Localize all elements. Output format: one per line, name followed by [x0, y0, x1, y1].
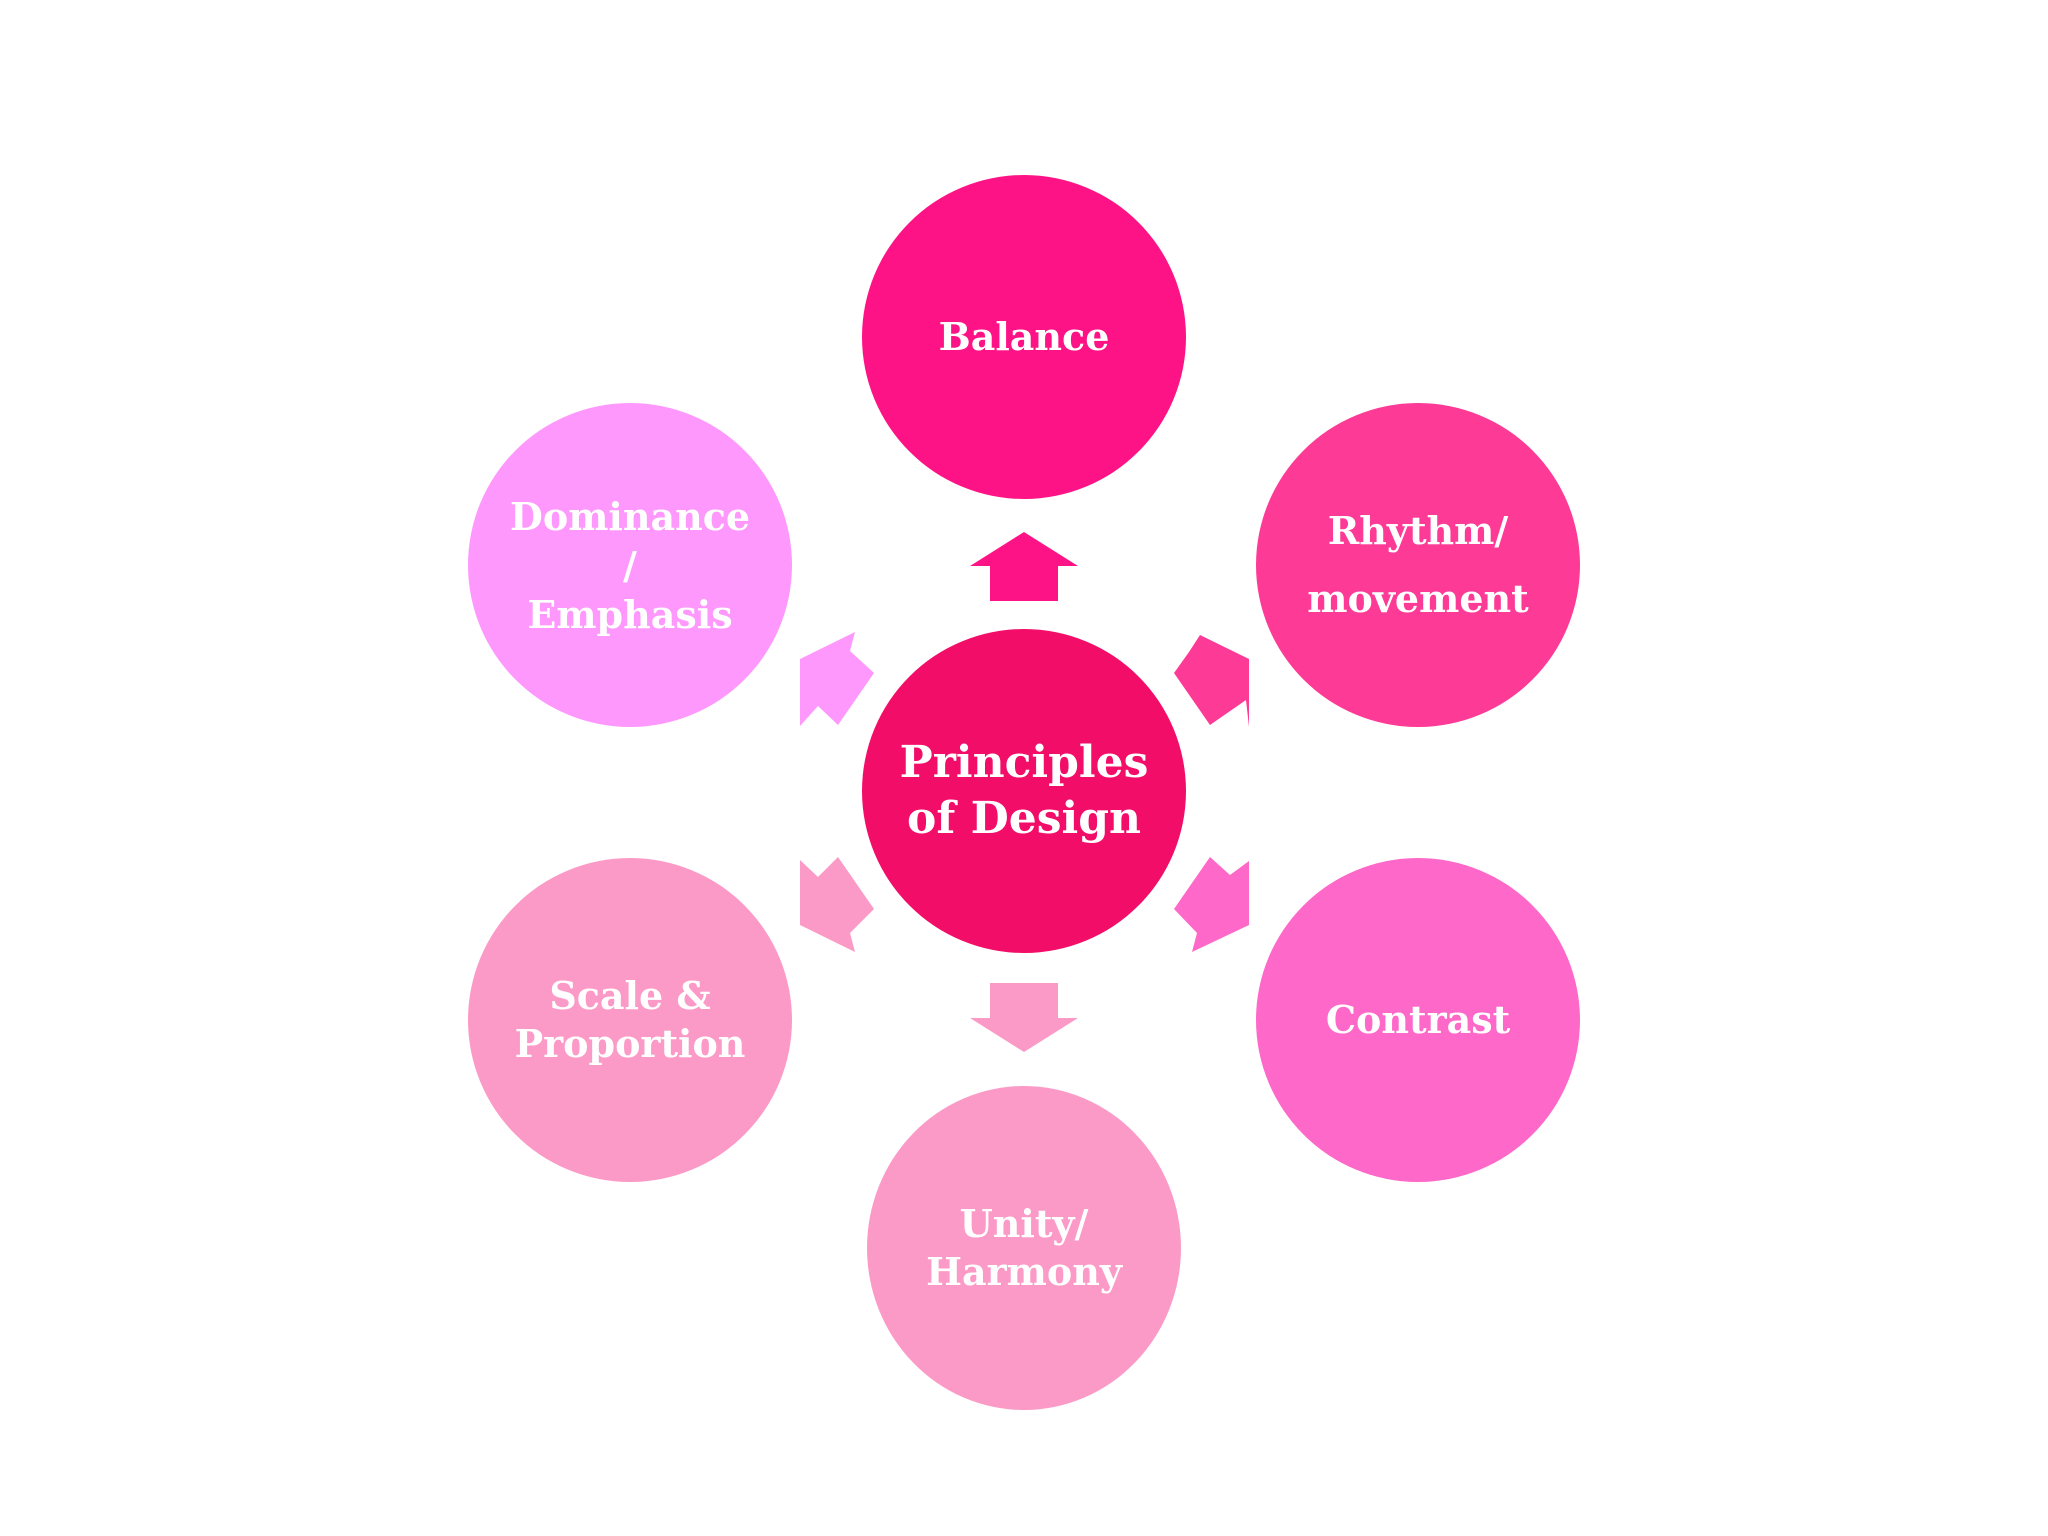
- node-scale-proportion-label: Scale & Proportion: [514, 973, 746, 1066]
- node-contrast-label: Contrast: [1325, 997, 1511, 1042]
- node-contrast: Contrast: [1256, 858, 1580, 1182]
- arrow-to-balance: [970, 532, 1078, 601]
- center-node: Principles of Design: [862, 629, 1186, 953]
- center-node-label: Principles of Design: [899, 737, 1149, 844]
- node-unity-harmony: Unity/ Harmony: [867, 1086, 1181, 1410]
- arrow-to-rhythm: [1174, 635, 1249, 727]
- node-rhythm-movement: Rhythm/ movement: [1256, 403, 1580, 727]
- node-balance-label: Balance: [938, 314, 1110, 359]
- node-unity-harmony-label: Unity/ Harmony: [926, 1201, 1122, 1294]
- arrow-to-scale: [800, 857, 874, 952]
- node-scale-proportion: Scale & Proportion: [468, 858, 792, 1182]
- node-dominance-emphasis-label: Dominance / Emphasis: [509, 493, 751, 637]
- node-dominance-emphasis: Dominance / Emphasis: [468, 403, 792, 727]
- arrow-to-dominance: [800, 632, 874, 726]
- node-rhythm-movement-label: Rhythm/ movement: [1307, 508, 1529, 621]
- arrow-to-contrast: [1174, 857, 1249, 952]
- arrow-to-unity: [970, 983, 1078, 1052]
- node-balance: Balance: [862, 175, 1186, 499]
